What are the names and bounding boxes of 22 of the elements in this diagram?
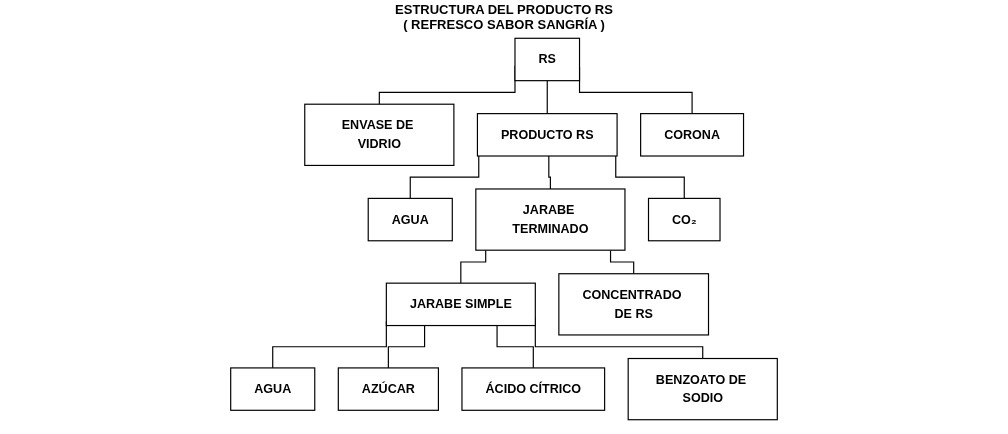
node-box: BENZOATO DE SODIO [627, 357, 778, 421]
node-box: AGUA [367, 197, 453, 242]
connector [609, 249, 635, 275]
node-box: CO₂ [647, 197, 721, 242]
connector [546, 80, 548, 115]
connector [387, 324, 426, 369]
node-box: PRODUCTO RS [476, 113, 618, 157]
node-box: AGUA [230, 367, 316, 411]
node-box: JARABE SIMPLE [385, 282, 536, 327]
node-box: AZÚCAR [337, 367, 439, 411]
connector [496, 324, 534, 369]
node-box: RS [514, 37, 581, 82]
connector [460, 249, 487, 284]
node-box: ÁCIDO CÍTRICO [461, 367, 606, 411]
node-box: JARABE TERMINADO [475, 188, 626, 251]
node-box: ENVASE DE VIDRIO [304, 103, 455, 166]
node-box: CONCENTRADO DE RS [558, 273, 710, 336]
connector [409, 155, 480, 199]
diagram-title: ESTRUCTURA DEL PRODUCTO RS ( REFRESCO SABOR SANGRÍA ) [394, 2, 614, 32]
node-box: CORONA [640, 113, 745, 157]
connector [615, 155, 685, 199]
connector [548, 155, 551, 190]
